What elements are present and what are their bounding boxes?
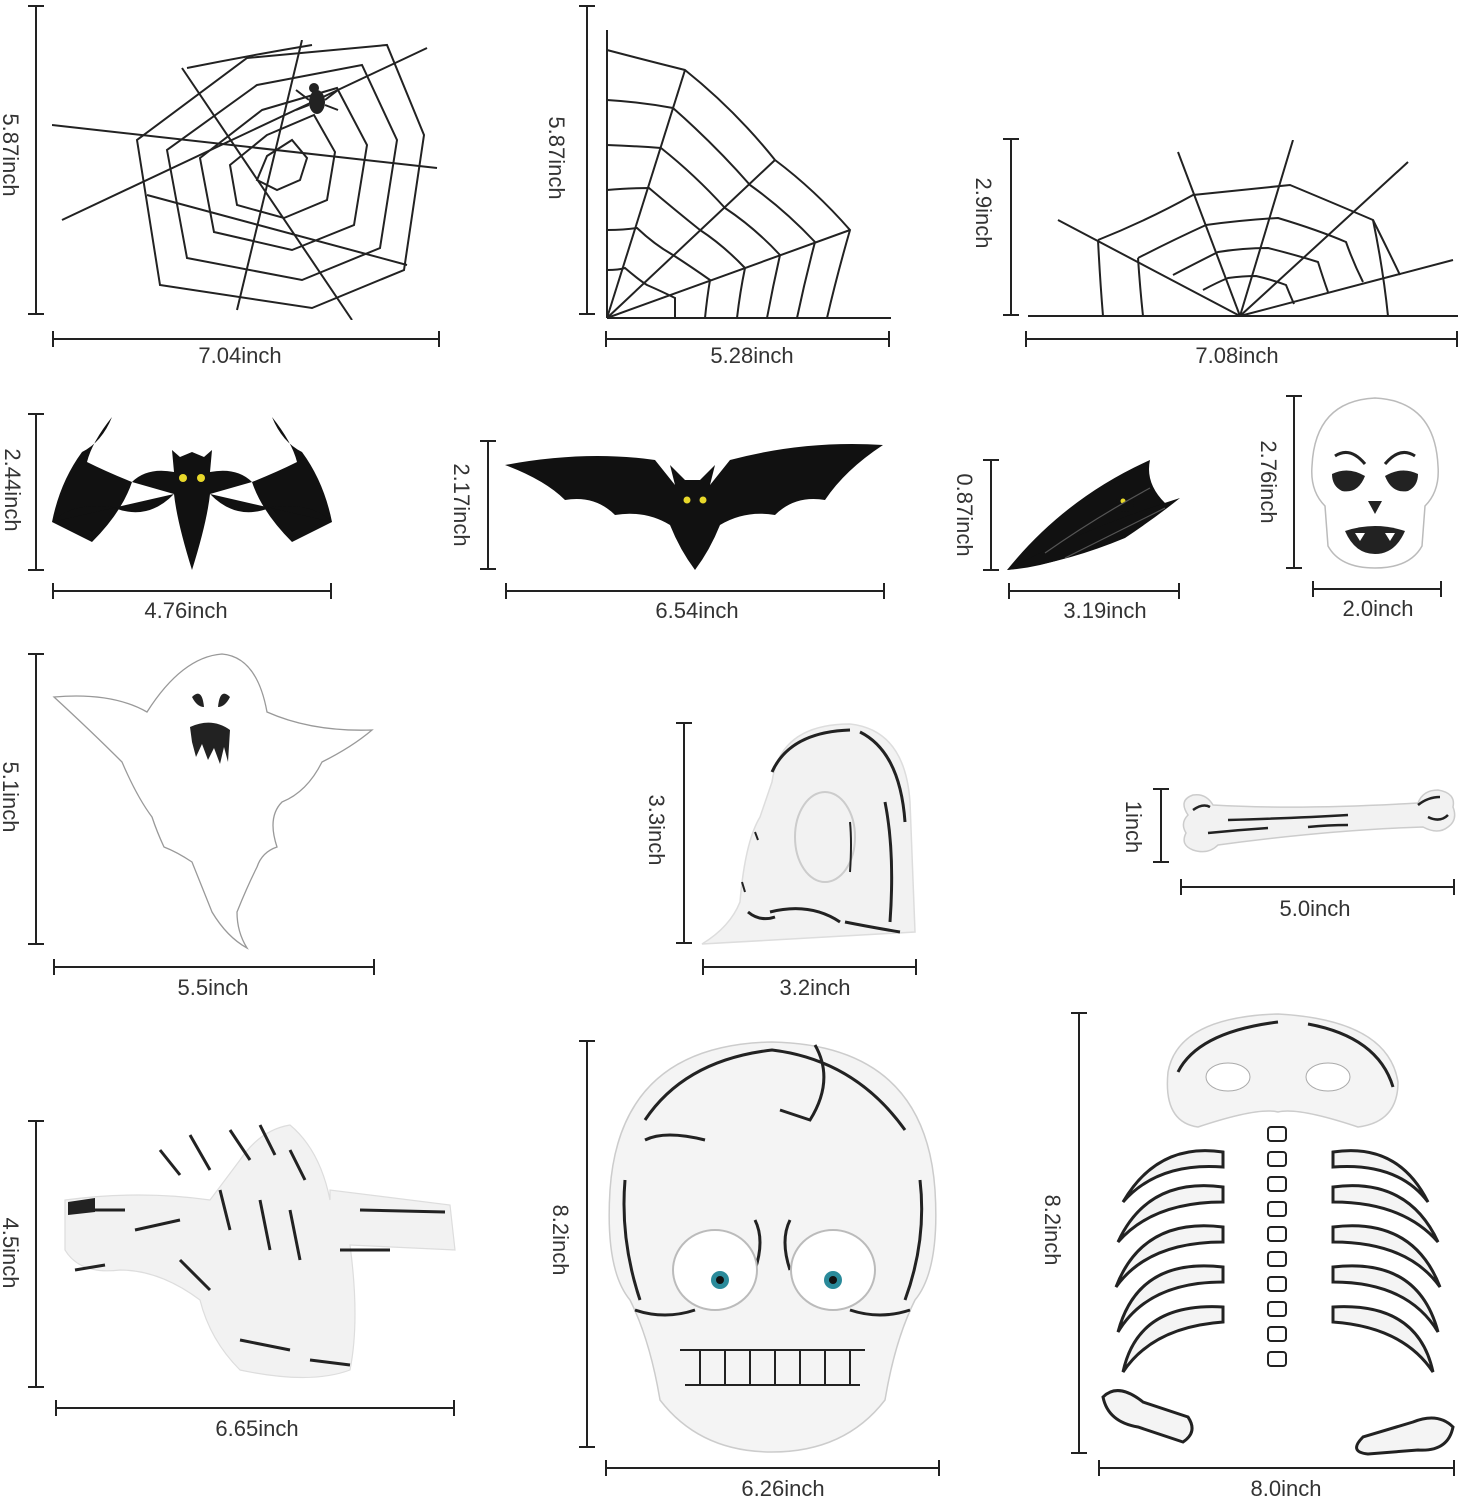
- width-label: 5.5inch: [177, 975, 249, 1000]
- height-label: 2.17inch: [449, 463, 474, 547]
- height-label: 5.1inch: [0, 761, 23, 833]
- height-label: 8.2inch: [548, 1204, 573, 1276]
- ghost-art: [52, 653, 374, 950]
- width-label: 5.28inch: [710, 343, 794, 368]
- spider-web-half-art: [1028, 140, 1458, 317]
- spider-web-corner-art: [606, 30, 891, 319]
- spider-web-full-art: [52, 40, 438, 320]
- height-label: 2.9inch: [971, 177, 996, 249]
- height-label: 5.87inch: [0, 113, 23, 197]
- height-label: 3.3inch: [644, 794, 669, 866]
- bone-art: [1182, 789, 1456, 853]
- skull-large-art: [608, 1041, 937, 1453]
- bat-large-art: [52, 417, 332, 570]
- height-label: 4.5inch: [0, 1217, 23, 1289]
- height-label: 2.76inch: [1256, 440, 1281, 524]
- height-label: 0.87inch: [952, 473, 977, 557]
- width-label: 3.2inch: [779, 975, 851, 1000]
- width-label: 8.0inch: [1250, 1476, 1322, 1501]
- height-label: 1inch: [1121, 800, 1146, 854]
- height-label: 5.87inch: [544, 116, 569, 200]
- width-label: 2.0inch: [1342, 596, 1414, 621]
- bat-wide-art: [505, 444, 883, 570]
- skeleton-ribcage-art: [1101, 1013, 1455, 1456]
- width-label: 5.0inch: [1279, 896, 1351, 921]
- width-label: 4.76inch: [144, 598, 228, 623]
- width-label: 6.26inch: [741, 1476, 825, 1501]
- tombstone-art: [701, 723, 916, 945]
- height-label: 8.2inch: [1040, 1194, 1065, 1266]
- skeleton-hand-art: [64, 1124, 456, 1379]
- width-label: 3.19inch: [1063, 598, 1147, 623]
- height-label: 2.44inch: [0, 448, 25, 532]
- skull-small-art: [1311, 397, 1439, 569]
- bat-folded-art: [1007, 460, 1180, 570]
- width-label: 7.08inch: [1195, 343, 1279, 368]
- width-label: 7.04inch: [198, 343, 282, 368]
- width-label: 6.65inch: [215, 1416, 299, 1441]
- width-label: 6.54inch: [655, 598, 739, 623]
